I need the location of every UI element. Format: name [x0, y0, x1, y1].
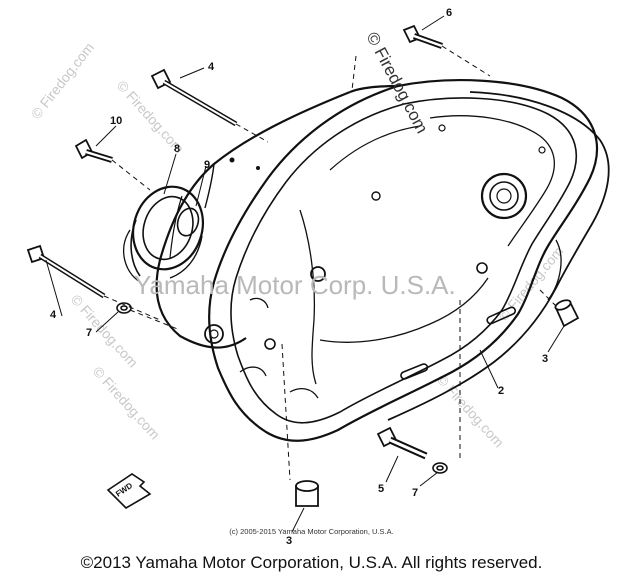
forward-arrow-icon: FWD [106, 473, 152, 510]
callout-4-upper: 4 [208, 61, 215, 73]
callout-4-lower: 4 [50, 309, 57, 321]
callout-8: 8 [174, 143, 180, 155]
watermark-yamaha-center: Yamaha Motor Corp. U.S.A. [134, 270, 456, 300]
crankcase-housing [204, 79, 598, 442]
watermark-tile-left-mid: © Firedog.com [68, 291, 141, 370]
callout-10: 10 [110, 115, 122, 127]
crankcase-cover [155, 84, 399, 349]
callout-6: 6 [446, 7, 452, 19]
bolt-5 [376, 426, 428, 460]
callout-7-right: 7 [412, 487, 418, 499]
washer-7-right [432, 462, 448, 474]
footer-copyright: ©2013 Yamaha Motor Corporation, U.S.A. A… [80, 553, 543, 572]
dowel-pin-right [554, 299, 580, 328]
bolt-6 [402, 24, 444, 49]
callout-7-left: 7 [86, 327, 92, 339]
leader-lines [45, 15, 565, 533]
callout-9: 9 [204, 159, 210, 171]
bolt-4-lower [26, 244, 106, 299]
oil-seal [123, 185, 204, 283]
bolt-4-upper [150, 68, 238, 127]
bolt-10 [74, 138, 113, 163]
callout-numbers: 6 4 10 8 9 4 7 3 2 5 7 3 [50, 7, 548, 547]
dowel-pin-bottom [295, 480, 319, 507]
watermark-tile-left-low: © Firedog.com [90, 363, 163, 442]
assembly-lines [103, 45, 557, 481]
callout-2: 2 [498, 385, 504, 397]
o-ring [176, 207, 200, 237]
callout-5: 5 [378, 483, 384, 495]
cover-gasket [387, 91, 610, 421]
callout-3-bottom: 3 [286, 535, 292, 547]
watermark-tile-left-top: © Firedog.com [28, 39, 97, 121]
footer-small-copyright: (c) 2005-2015 Yamaha Motor Corporation, … [229, 527, 394, 536]
callout-3-right: 3 [542, 353, 548, 365]
